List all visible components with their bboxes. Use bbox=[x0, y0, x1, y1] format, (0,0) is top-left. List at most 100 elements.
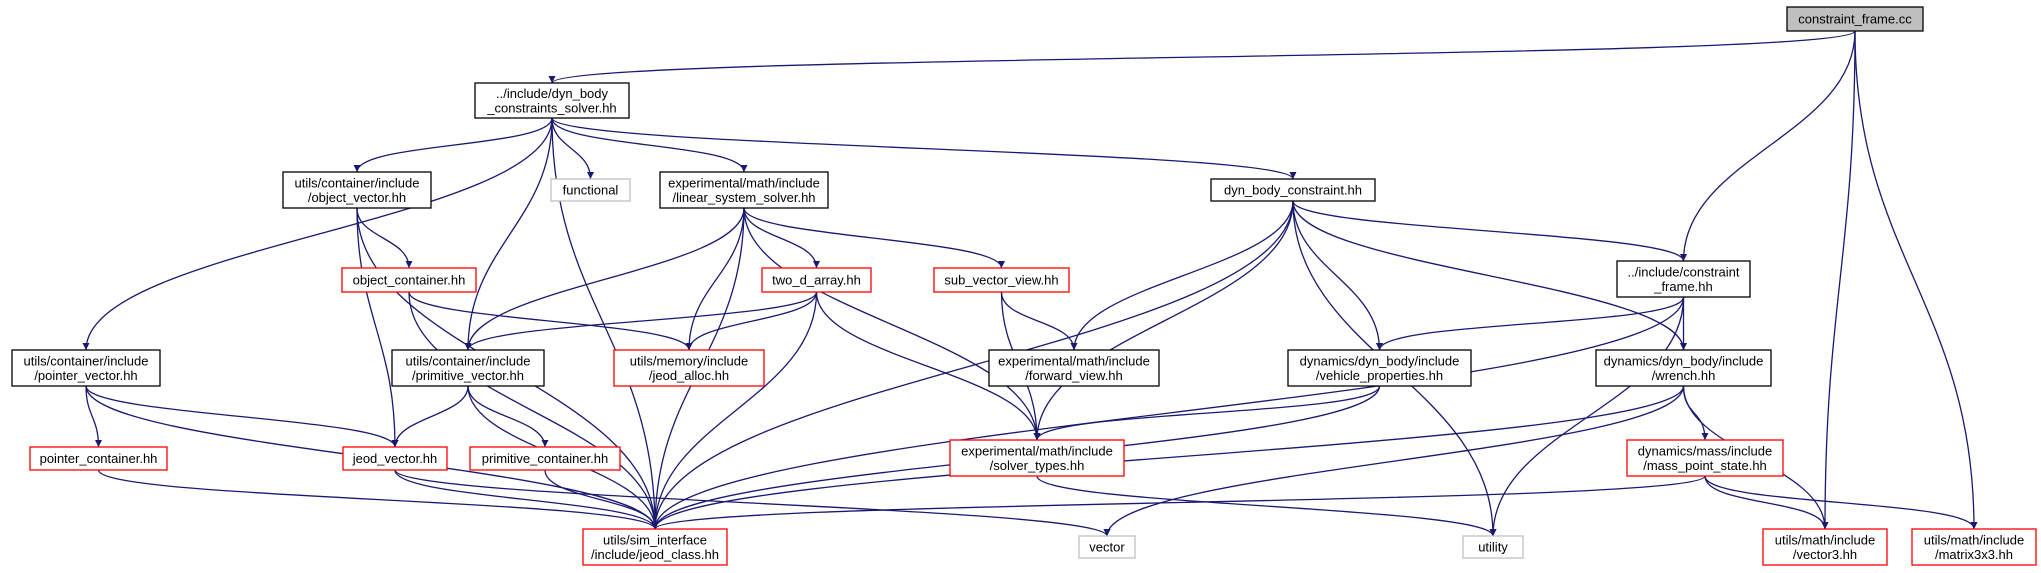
edge-constraints_solver_hh-to-dyn_body_constraint_hh bbox=[551, 117, 1297, 180]
node-box bbox=[282, 171, 432, 209]
node-label-line: utils/memory/include bbox=[630, 353, 749, 368]
edge-constraint_frame_cc-to-vector3_hh bbox=[1821, 30, 1856, 530]
edge-constraints_solver_hh-to-linear_system_solver_hh bbox=[551, 117, 748, 173]
node-label-line: constraint_frame.cc bbox=[1798, 12, 1912, 27]
node-label-line: /jeod_alloc.hh bbox=[649, 368, 729, 383]
node-box bbox=[1626, 439, 1784, 477]
node-label-line: dyn_body_constraint.hh bbox=[1224, 183, 1362, 198]
node-object-container-hh[interactable]: object_container.hh bbox=[341, 267, 477, 293]
node-sub-vector-view-hh[interactable]: sub_vector_view.hh bbox=[933, 267, 1070, 293]
node-label-line: /object_vector.hh bbox=[308, 190, 406, 205]
node-label-line: utils/sim_interface bbox=[603, 532, 707, 547]
node-pointer-vector-hh[interactable]: utils/container/include/pointer_vector.h… bbox=[11, 349, 161, 387]
nodes-layer: constraint_frame.cc ../include/dyn_body_c… bbox=[11, 6, 2037, 566]
edge-linear_system_solver_hh-to-solver_types_hh bbox=[743, 207, 1041, 441]
node-label-line: functional bbox=[563, 183, 619, 198]
node-box bbox=[1287, 349, 1472, 387]
node-box bbox=[659, 171, 829, 209]
edge-constraints_solver_hh-to-pointer_vector_hh bbox=[82, 117, 553, 351]
edge-linear_system_solver_hh-to-sub_vector_view_hh bbox=[743, 207, 1005, 269]
edge-dyn_body_constraint_hh-to-forward_view_hh bbox=[1070, 200, 1294, 351]
node-vector3-hh[interactable]: utils/math/include/vector3.hh bbox=[1762, 528, 1888, 566]
edge-dyn_body_constraint_hh-to-wrench_hh bbox=[1292, 200, 1687, 351]
edge-object_container_hh-to-jeod_class_hh bbox=[408, 291, 659, 530]
node-jeod-alloc-hh[interactable]: utils/memory/include/jeod_alloc.hh bbox=[613, 349, 765, 387]
edge-primitive_container_hh-to-jeod_class_hh bbox=[544, 469, 659, 530]
node-primitive-container-hh[interactable]: primitive_container.hh bbox=[469, 446, 621, 471]
node-include-constraint-frame-hh[interactable]: ../include/constraint_frame.hh bbox=[1616, 260, 1751, 298]
node-label-line: experimental/math/include bbox=[961, 443, 1113, 458]
edge-primitive_vector_hh-to-jeod_vector_hh bbox=[391, 385, 469, 448]
edge-jeod_vector_hh-to-jeod_class_hh bbox=[394, 469, 659, 530]
node-box bbox=[1595, 349, 1772, 387]
node-box bbox=[469, 446, 621, 471]
node-label-line: /solver_types.hh bbox=[990, 458, 1085, 473]
node-box bbox=[1210, 178, 1376, 202]
node-label-line: primitive_container.hh bbox=[482, 451, 608, 466]
node-pointer-container-hh[interactable]: pointer_container.hh bbox=[29, 446, 168, 471]
edge-constraint_frame_cc-to-matrix3x3_hh bbox=[1854, 30, 1978, 530]
edge-pointer_vector_hh-to-pointer_container_hh bbox=[85, 385, 102, 448]
node-label-line: sub_vector_view.hh bbox=[944, 273, 1058, 288]
node-label-line: dynamics/dyn_body/include bbox=[1300, 353, 1460, 368]
edge-vehicle_properties_hh-to-solver_types_hh bbox=[1033, 385, 1381, 441]
node-label-line: /wrench.hh bbox=[1652, 368, 1716, 383]
node-jeod-class-hh[interactable]: utils/sim_interface/include/jeod_class.h… bbox=[582, 528, 728, 566]
node-label-line: two_d_array.hh bbox=[772, 273, 861, 288]
node-label-line: /vehicle_properties.hh bbox=[1316, 368, 1443, 383]
node-label-line: dynamics/dyn_body/include bbox=[1604, 353, 1764, 368]
node-linear-system-solver-hh[interactable]: experimental/math/include/linear_system_… bbox=[659, 171, 829, 209]
node-box bbox=[474, 82, 630, 119]
node-label-line: utils/container/include bbox=[23, 353, 148, 368]
node-vector: vector bbox=[1078, 535, 1136, 559]
node-primitive-vector-hh[interactable]: utils/container/include/primitive_vector… bbox=[391, 349, 545, 387]
node-object-vector-hh[interactable]: utils/container/include/object_vector.hh bbox=[282, 171, 432, 209]
node-functional: functional bbox=[550, 178, 631, 202]
edge-pointer_vector_hh-to-jeod_vector_hh bbox=[85, 385, 399, 448]
edge-linear_system_solver_hh-to-jeod_alloc_hh bbox=[685, 207, 745, 351]
node-dyn-body-constraint-hh[interactable]: dyn_body_constraint.hh bbox=[1210, 178, 1376, 202]
edge-constraint_frame_cc-to-constraints_solver_hh bbox=[548, 30, 1856, 84]
node-jeod-vector-hh[interactable]: jeod_vector.hh bbox=[342, 446, 448, 471]
node-box bbox=[613, 349, 765, 387]
node-label-line: _constraints_solver.hh bbox=[486, 100, 616, 115]
edge-mass_point_state_hh-to-jeod_class_hh bbox=[651, 475, 1706, 530]
node-label-line: utility bbox=[1478, 540, 1508, 555]
node-box bbox=[1078, 535, 1136, 559]
node-label-line: experimental/math/include bbox=[668, 175, 820, 190]
edge-linear_system_solver_hh-to-two_d_array_hh bbox=[743, 207, 820, 269]
node-label-line: utils/container/include bbox=[405, 353, 530, 368]
node-constraints-solver-hh[interactable]: ../include/dyn_body_constraints_solver.h… bbox=[474, 82, 630, 119]
node-vehicle-properties-hh[interactable]: dynamics/dyn_body/include/vehicle_proper… bbox=[1287, 349, 1472, 387]
edge-mass_point_state_hh-to-vector3_hh bbox=[1704, 475, 1829, 530]
edge-primitive_vector_hh-to-primitive_container_hh bbox=[467, 385, 549, 448]
node-label-line: /matrix3x3.hh bbox=[1935, 547, 2013, 562]
node-wrench-hh[interactable]: dynamics/dyn_body/include/wrench.hh bbox=[1595, 349, 1772, 387]
node-box bbox=[550, 178, 631, 202]
node-box bbox=[988, 349, 1160, 387]
node-forward-view-hh[interactable]: experimental/math/include/forward_view.h… bbox=[988, 349, 1160, 387]
edge-include_constraint_frame_hh-to-jeod_class_hh bbox=[651, 296, 1685, 530]
node-label-line: utils/math/include bbox=[1775, 532, 1875, 547]
node-label-line: jeod_vector.hh bbox=[352, 451, 438, 466]
edge-dyn_body_constraint_hh-to-include_constraint_frame_hh bbox=[1292, 200, 1687, 262]
node-label-line: /vector3.hh bbox=[1793, 547, 1857, 562]
edge-object_vector_hh-to-object_container_hh bbox=[356, 207, 413, 269]
node-matrix3x3-hh[interactable]: utils/math/include/matrix3x3.hh bbox=[1911, 528, 2037, 566]
node-box bbox=[29, 446, 168, 471]
node-constraint-frame-cc[interactable]: constraint_frame.cc bbox=[1786, 6, 1924, 32]
node-solver-types-hh[interactable]: experimental/math/include/solver_types.h… bbox=[949, 439, 1125, 477]
edge-two_d_array_hh-to-jeod_alloc_hh bbox=[685, 291, 818, 351]
node-box bbox=[391, 349, 545, 387]
node-label-line: /linear_system_solver.hh bbox=[672, 190, 815, 205]
node-two-d-array-hh[interactable]: two_d_array.hh bbox=[761, 267, 872, 293]
node-label-line: pointer_container.hh bbox=[40, 451, 158, 466]
node-box bbox=[11, 349, 161, 387]
edge-dyn_body_constraint_hh-to-vehicle_properties_hh bbox=[1292, 200, 1383, 351]
edge-sub_vector_view_hh-to-forward_view_hh bbox=[1000, 291, 1078, 351]
node-mass-point-state-hh[interactable]: dynamics/mass/include/mass_point_state.h… bbox=[1626, 439, 1784, 477]
node-label-line: /mass_point_state.hh bbox=[1643, 458, 1767, 473]
node-box bbox=[949, 439, 1125, 477]
edge-two_d_array_hh-to-jeod_class_hh bbox=[651, 291, 818, 530]
node-box bbox=[1616, 260, 1751, 298]
